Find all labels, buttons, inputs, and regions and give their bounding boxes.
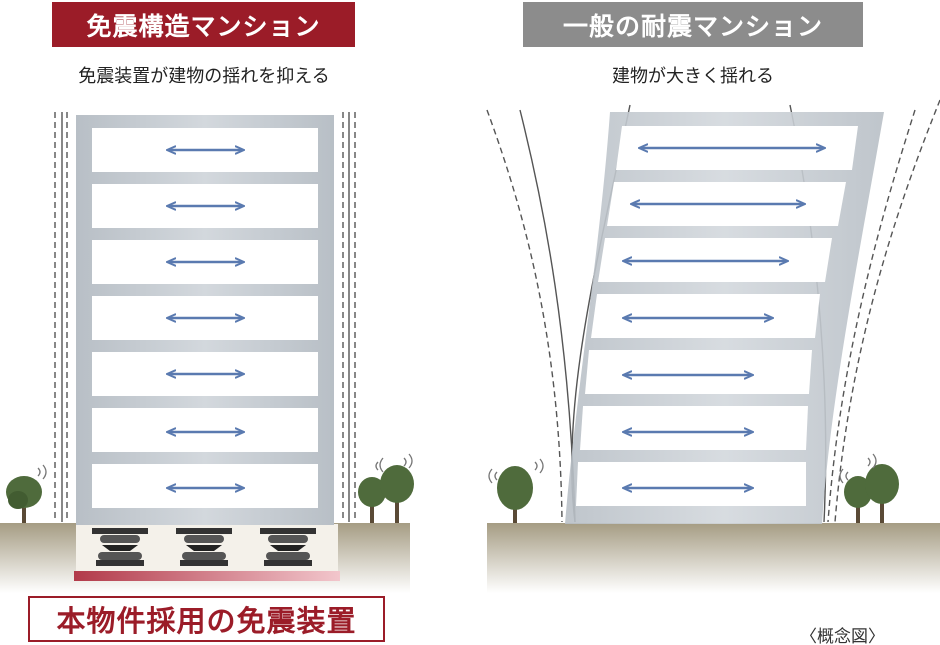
isolation-device-label: 本物件採用の免震装置 [28, 596, 385, 642]
right-ground [487, 523, 940, 593]
tree-icon [6, 464, 47, 523]
left-panel-title: 免震構造マンション [52, 2, 355, 47]
left-arrows [168, 150, 243, 488]
right-panel-title: 一般の耐震マンション [523, 2, 863, 47]
concept-note: 〈概念図〉 [800, 627, 885, 645]
tree-icon [488, 458, 544, 523]
right-arrows [624, 148, 824, 488]
tree-icon [839, 453, 899, 523]
seismic-isolator-icon [92, 528, 316, 566]
left-panel-subtitle: 免震装置が建物の揺れを抑える [78, 66, 330, 87]
right-panel-subtitle: 建物が大きく揺れる [612, 66, 774, 87]
left-guide-lines [54, 112, 356, 522]
tree-icon [358, 453, 414, 523]
left-building [76, 115, 334, 525]
